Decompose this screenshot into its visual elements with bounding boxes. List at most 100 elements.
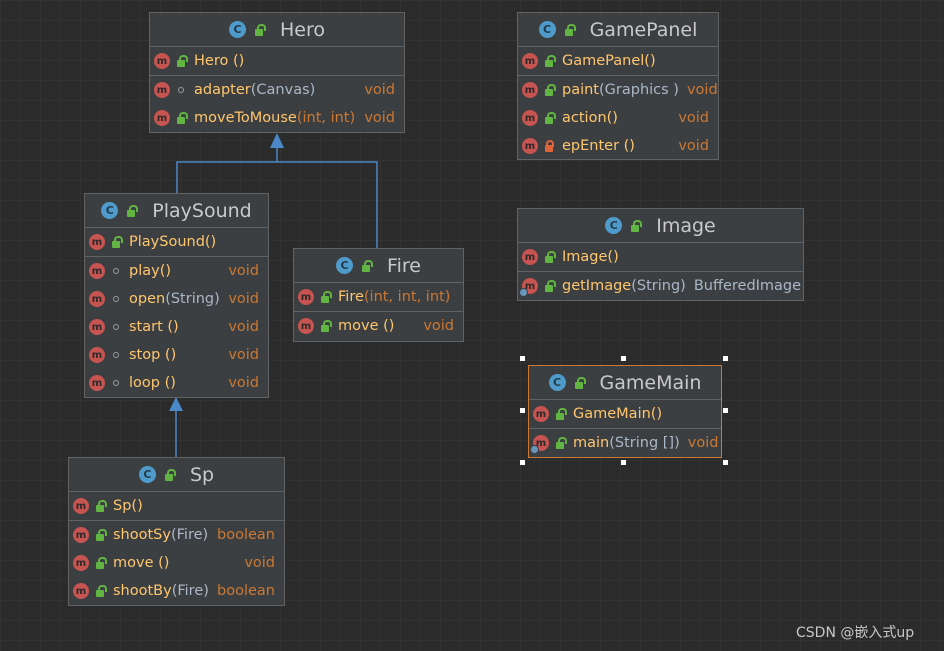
method-name: paint xyxy=(562,82,599,98)
method-name: adapter xyxy=(194,82,251,98)
constructor-row[interactable]: m Image() xyxy=(518,243,803,271)
method-row[interactable]: m stop () void xyxy=(85,341,268,369)
method-icon: m xyxy=(89,319,105,335)
method-icon: m xyxy=(522,53,538,69)
method-icon: m xyxy=(522,82,538,98)
method-row[interactable]: m move () void xyxy=(69,549,284,577)
methods: m adapter (Canvas) void m moveToMouse (i… xyxy=(150,76,404,132)
class-sp[interactable]: C Sp m Sp() m shootSy (Fire) boolean m m… xyxy=(68,457,285,606)
resize-handle[interactable] xyxy=(723,460,728,465)
class-hero[interactable]: C Hero m Hero () m adapter (Canvas) void… xyxy=(149,12,405,133)
return-type: void xyxy=(686,82,718,98)
method-row[interactable]: m shootBy (Fire) boolean xyxy=(69,577,284,605)
resize-handle[interactable] xyxy=(723,356,728,361)
class-name: Fire xyxy=(387,254,421,277)
class-fire[interactable]: C Fire m Fire (int, int, int) m move () … xyxy=(293,248,464,342)
class-header: C Image xyxy=(518,209,803,243)
resize-handle[interactable] xyxy=(621,460,626,465)
public-icon xyxy=(318,290,332,304)
class-header: C GameMain xyxy=(529,366,721,400)
private-icon xyxy=(542,139,556,153)
method-icon: m xyxy=(73,555,89,571)
method-row[interactable]: m start () void xyxy=(85,313,268,341)
resize-handle[interactable] xyxy=(520,408,525,413)
public-icon xyxy=(553,436,567,450)
method-row[interactable]: m getImage (String) BufferedImage xyxy=(518,272,803,300)
method-row[interactable]: m move () void xyxy=(294,312,463,340)
return-type: void xyxy=(228,263,259,279)
class-header: C PlaySound xyxy=(85,194,268,228)
method-icon: m xyxy=(73,527,89,543)
class-gamemain[interactable]: C GameMain m GameMain() m main (String [… xyxy=(528,365,722,458)
method-name: move () xyxy=(338,318,395,334)
constructor-row[interactable]: m PlaySound() xyxy=(85,228,268,256)
public-icon xyxy=(162,468,176,482)
constructor-name: Hero () xyxy=(194,53,245,69)
constructors: m Sp() xyxy=(69,492,284,521)
resize-handle[interactable] xyxy=(520,356,525,361)
public-icon xyxy=(109,235,123,249)
resize-handle[interactable] xyxy=(520,460,525,465)
constructor-row[interactable]: m GamePanel() xyxy=(518,47,718,75)
method-icon: m xyxy=(522,138,538,154)
public-icon xyxy=(553,407,567,421)
method-row[interactable]: m epEnter () void xyxy=(518,132,718,160)
class-gamepanel[interactable]: C GamePanel m GamePanel() m paint (Graph… xyxy=(517,12,719,160)
method-name: open xyxy=(129,291,166,307)
method-params: (String []) xyxy=(609,435,680,451)
method-row[interactable]: m action() void xyxy=(518,104,718,132)
constructor-row[interactable]: m Fire (int, int, int) xyxy=(294,283,463,311)
constructor-name: GameMain() xyxy=(573,406,663,422)
constructor-row[interactable]: m GameMain() xyxy=(529,400,721,428)
method-params: (Fire) xyxy=(170,527,209,543)
method-name: action() xyxy=(562,110,618,126)
method-row[interactable]: m play() void xyxy=(85,257,268,285)
class-name: GameMain xyxy=(599,371,702,394)
method-params: (Fire) xyxy=(171,583,209,599)
method-row[interactable]: m shootSy (Fire) boolean xyxy=(69,521,284,549)
method-row[interactable]: m loop () void xyxy=(85,369,268,397)
resize-handle[interactable] xyxy=(723,408,728,413)
method-row[interactable]: m main (String []) void xyxy=(529,429,721,457)
method-icon: m xyxy=(89,291,105,307)
method-name: epEnter () xyxy=(562,138,635,154)
class-image[interactable]: C Image m Image() m getImage (String) Bu… xyxy=(517,208,804,301)
class-playsound[interactable]: C PlaySound m PlaySound() m play() void … xyxy=(84,193,269,398)
package-private-icon xyxy=(174,83,188,97)
methods: m main (String []) void xyxy=(529,429,721,457)
method-icon: m xyxy=(154,110,170,126)
return-type: BufferedImage xyxy=(693,278,802,294)
return-type: boolean xyxy=(217,583,275,599)
class-name: PlaySound xyxy=(152,199,252,222)
resize-handle[interactable] xyxy=(621,356,626,361)
class-name: GamePanel xyxy=(589,18,698,41)
methods: m getImage (String) BufferedImage xyxy=(518,272,803,300)
constructors: m Fire (int, int, int) xyxy=(294,283,463,312)
constructors: m Image() xyxy=(518,243,803,272)
constructor-row[interactable]: m Hero () xyxy=(150,47,404,75)
method-row[interactable]: m paint (Graphics ) void xyxy=(518,76,718,104)
runnable-class-icon: C xyxy=(548,374,566,391)
class-header: C Hero xyxy=(150,13,404,47)
class-icon: C xyxy=(101,202,119,219)
method-icon: m xyxy=(533,406,549,422)
class-icon: C xyxy=(605,217,623,234)
constructor-row[interactable]: m Sp() xyxy=(69,492,284,520)
method-icon: m xyxy=(73,583,89,599)
return-type: void xyxy=(228,347,259,363)
return-type: void xyxy=(678,138,709,154)
static-method-icon: m xyxy=(519,278,538,297)
method-name: stop () xyxy=(129,347,177,363)
method-icon: m xyxy=(89,347,105,363)
method-icon: m xyxy=(522,249,538,265)
method-row[interactable]: m adapter (Canvas) void xyxy=(150,76,404,104)
method-row[interactable]: m open (String) void xyxy=(85,285,268,313)
return-type: void xyxy=(364,110,395,126)
method-row[interactable]: m moveToMouse (int, int) void xyxy=(150,104,404,132)
class-icon: C xyxy=(336,257,354,274)
class-header: C Sp xyxy=(69,458,284,492)
constructor-name: Fire xyxy=(338,289,364,305)
method-name: shootBy xyxy=(113,583,172,599)
constructors: m GamePanel() xyxy=(518,47,718,76)
